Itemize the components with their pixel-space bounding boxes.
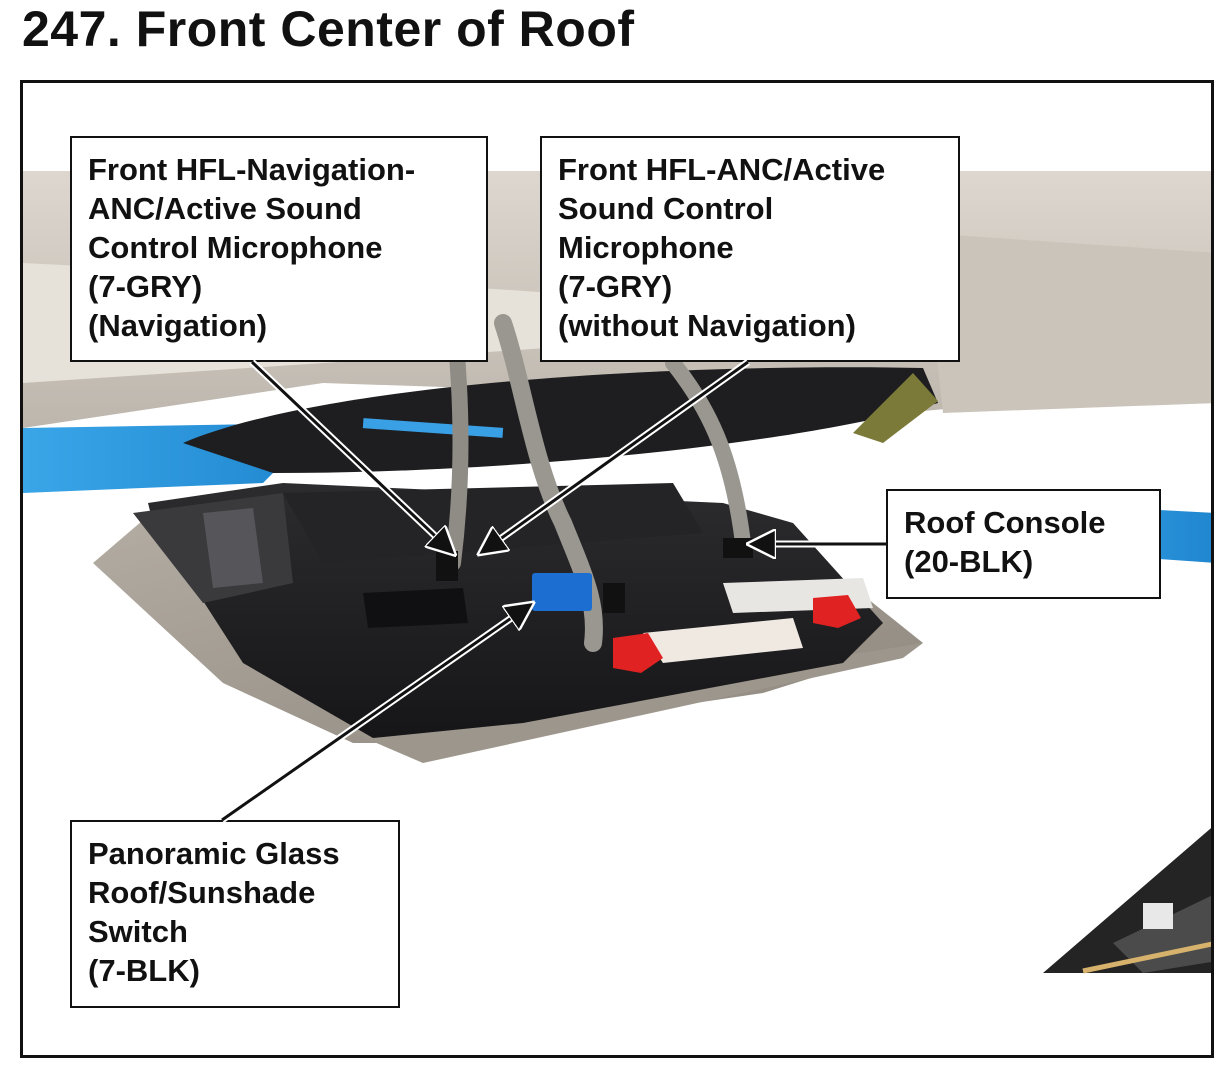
callout-anc-microphone-line-1: Front HFL-ANC/Active (558, 152, 886, 187)
callout-nav-microphone-line-1: Front HFL-Navigation- (88, 152, 416, 187)
callout-anc-microphone-line-3: Microphone (558, 230, 734, 265)
callout-roof-console: Roof Console (20-BLK) (886, 489, 1161, 599)
callout-nav-microphone-line-4: (7-GRY) (88, 269, 203, 304)
callout-sunshade-switch-line-2: Roof/Sunshade (88, 875, 316, 910)
callout-sunshade-switch-line-1: Panoramic Glass (88, 836, 340, 871)
callout-roof-console-line-2: (20-BLK) (904, 544, 1034, 579)
page-title: 247. Front Center of Roof (22, 1, 635, 57)
callout-anc-microphone-line-2: Sound Control (558, 191, 774, 226)
callout-anc-microphone: Front HFL-ANC/Active Sound Control Micro… (540, 136, 960, 362)
callout-sunshade-switch: Panoramic Glass Roof/Sunshade Switch (7-… (70, 820, 400, 1008)
blue-connector (532, 573, 592, 611)
callout-roof-console-line-1: Roof Console (904, 505, 1106, 540)
callout-anc-microphone-line-5: (without Navigation) (558, 308, 856, 343)
callout-nav-microphone-line-5: (Navigation) (88, 308, 268, 343)
callout-sunshade-switch-line-3: Switch (88, 914, 188, 949)
callout-nav-microphone-line-2: ANC/Active Sound (88, 191, 362, 226)
callout-sunshade-switch-line-4: (7-BLK) (88, 953, 200, 988)
callout-anc-microphone-line-4: (7-GRY) (558, 269, 673, 304)
callout-nav-microphone: Front HFL-Navigation- ANC/Active Sound C… (70, 136, 488, 362)
callout-nav-microphone-line-3: Control Microphone (88, 230, 383, 265)
